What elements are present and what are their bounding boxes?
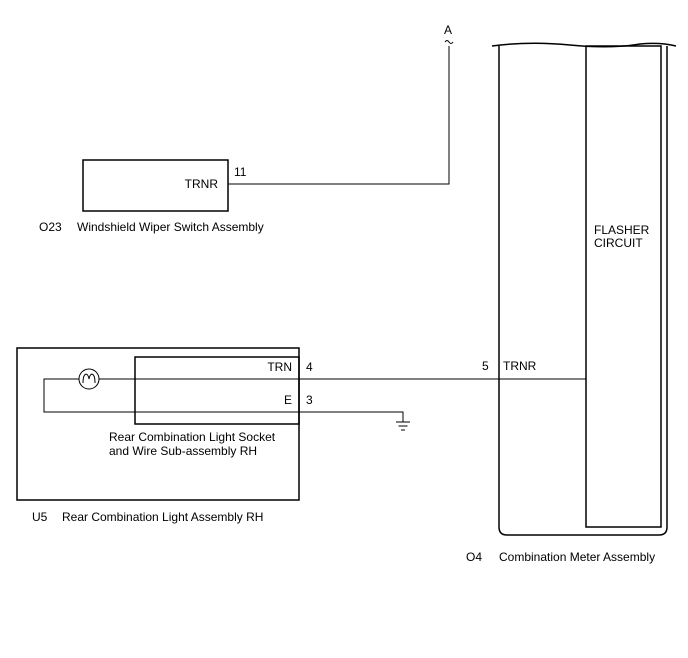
flasher-label-line1: FLASHER	[594, 223, 650, 237]
meter-name: Combination Meter Assembly	[499, 550, 655, 564]
wiper-switch-terminal-label: TRNR	[185, 177, 219, 191]
socket-label-line2: and Wire Sub-assembly RH	[109, 444, 257, 458]
flasher-circuit-box	[585, 45, 662, 528]
wiper-switch-code: O23	[39, 220, 62, 234]
socket-label-line1: Rear Combination Light Socket	[109, 430, 276, 444]
wire-trnr-to-connector-a	[228, 46, 450, 185]
combination-meter-assembly: FLASHER CIRCUIT 5 TRNR O4 Combination Me…	[466, 42, 677, 564]
ground-icon	[396, 421, 410, 431]
meter-pin: 5	[482, 359, 489, 373]
wiper-switch-pin: 11	[234, 165, 247, 179]
connector-a-label: A	[444, 23, 452, 37]
connector-a-tilde	[444, 40, 454, 44]
wiper-switch-box	[82, 159, 229, 212]
socket-box	[134, 356, 300, 425]
pin-e: 3	[306, 393, 313, 407]
wiper-switch-assembly: TRNR 11 O23 Windshield Wiper Switch Asse…	[39, 159, 264, 234]
meter-terminal-label: TRNR	[503, 359, 537, 373]
meter-top-break	[491, 42, 677, 48]
wiper-switch-name: Windshield Wiper Switch Assembly	[77, 220, 264, 234]
bulb-icon	[78, 368, 100, 390]
rear-light-name: Rear Combination Light Assembly RH	[62, 510, 263, 524]
rear-light-code: U5	[32, 510, 48, 524]
connector-a: A	[444, 23, 454, 44]
wire-bulb-return	[43, 378, 404, 422]
terminal-trn-label: TRN	[267, 360, 292, 374]
flasher-label-line2: CIRCUIT	[594, 236, 643, 250]
pin-trn: 4	[306, 360, 313, 374]
terminal-e-label: E	[284, 393, 292, 407]
meter-code: O4	[466, 550, 482, 564]
meter-outline	[498, 46, 668, 536]
rear-light-assembly: Rear Combination Light Socket and Wire S…	[16, 347, 313, 524]
